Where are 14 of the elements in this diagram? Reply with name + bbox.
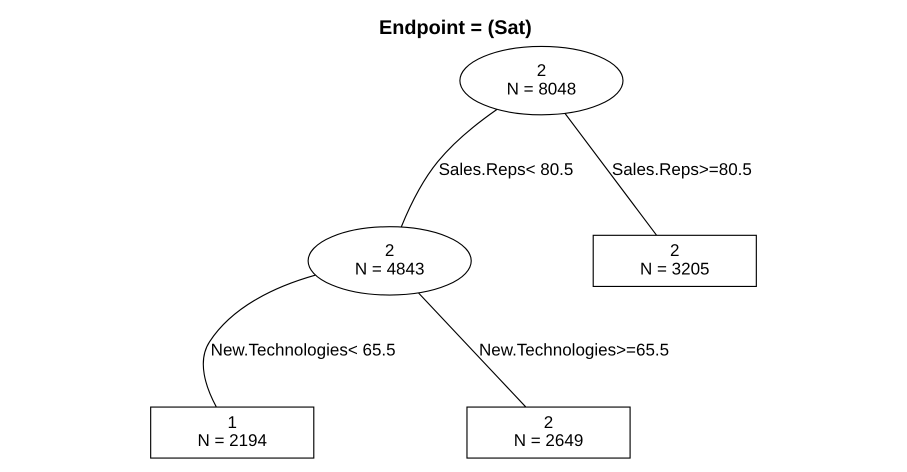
diagram-title: Endpoint = (Sat) (379, 17, 532, 40)
edge-label: Sales.Reps< 80.5 (438, 160, 574, 180)
edge-label: New.Technologies>=65.5 (478, 340, 670, 360)
node-box: 2 N = 2649 (466, 406, 631, 459)
node-ellipse: 2 N = 4843 (308, 226, 472, 296)
node-box: 1 N = 2194 (150, 406, 314, 459)
connector (400, 109, 498, 228)
edge-label: Sales.Reps>=80.5 (612, 160, 752, 180)
edge-label: New.Technologies< 65.5 (210, 340, 396, 360)
node-box: 2 N = 3205 (592, 234, 757, 287)
node-ellipse: 2 N = 8048 (459, 46, 624, 116)
connector (564, 113, 658, 236)
connector (418, 292, 526, 408)
connector (202, 274, 316, 407)
